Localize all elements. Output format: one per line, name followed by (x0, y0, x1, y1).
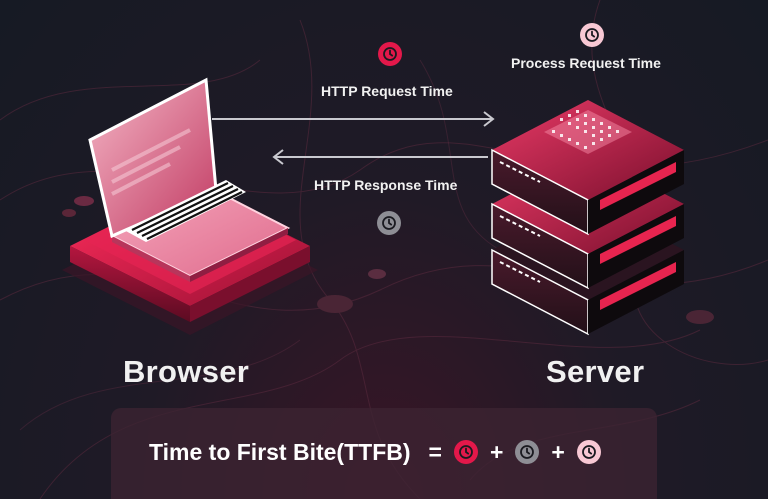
process-clock-icon (580, 23, 604, 47)
plus-sign-1: + (489, 438, 504, 465)
ttfb-formula: Time to First Bite(TTFB) = + + (149, 437, 601, 467)
laptop-keyboard (124, 180, 246, 242)
server-label: Server (546, 354, 645, 389)
request-clock-icon (453, 440, 478, 464)
formula-panel (111, 408, 657, 499)
equals-sign: = (428, 438, 442, 465)
server-unit-1 (491, 100, 684, 236)
response-clock-icon (515, 440, 540, 464)
browser-label: Browser (123, 354, 250, 389)
server-chip-grid (552, 110, 619, 149)
process-request-time-label: Process Request Time (511, 55, 661, 71)
response-clock-icon (377, 211, 401, 235)
http-request-time-label: HTTP Request Time (321, 83, 453, 99)
ttfb-formula-text: Time to First Bite(TTFB) (149, 438, 411, 465)
request-arrow (212, 111, 495, 127)
process-clock-icon (576, 440, 601, 464)
request-clock-icon (378, 42, 402, 66)
plus-sign-2: + (551, 438, 565, 465)
response-arrow (272, 149, 488, 165)
http-response-time-label: HTTP Response Time (314, 177, 458, 193)
